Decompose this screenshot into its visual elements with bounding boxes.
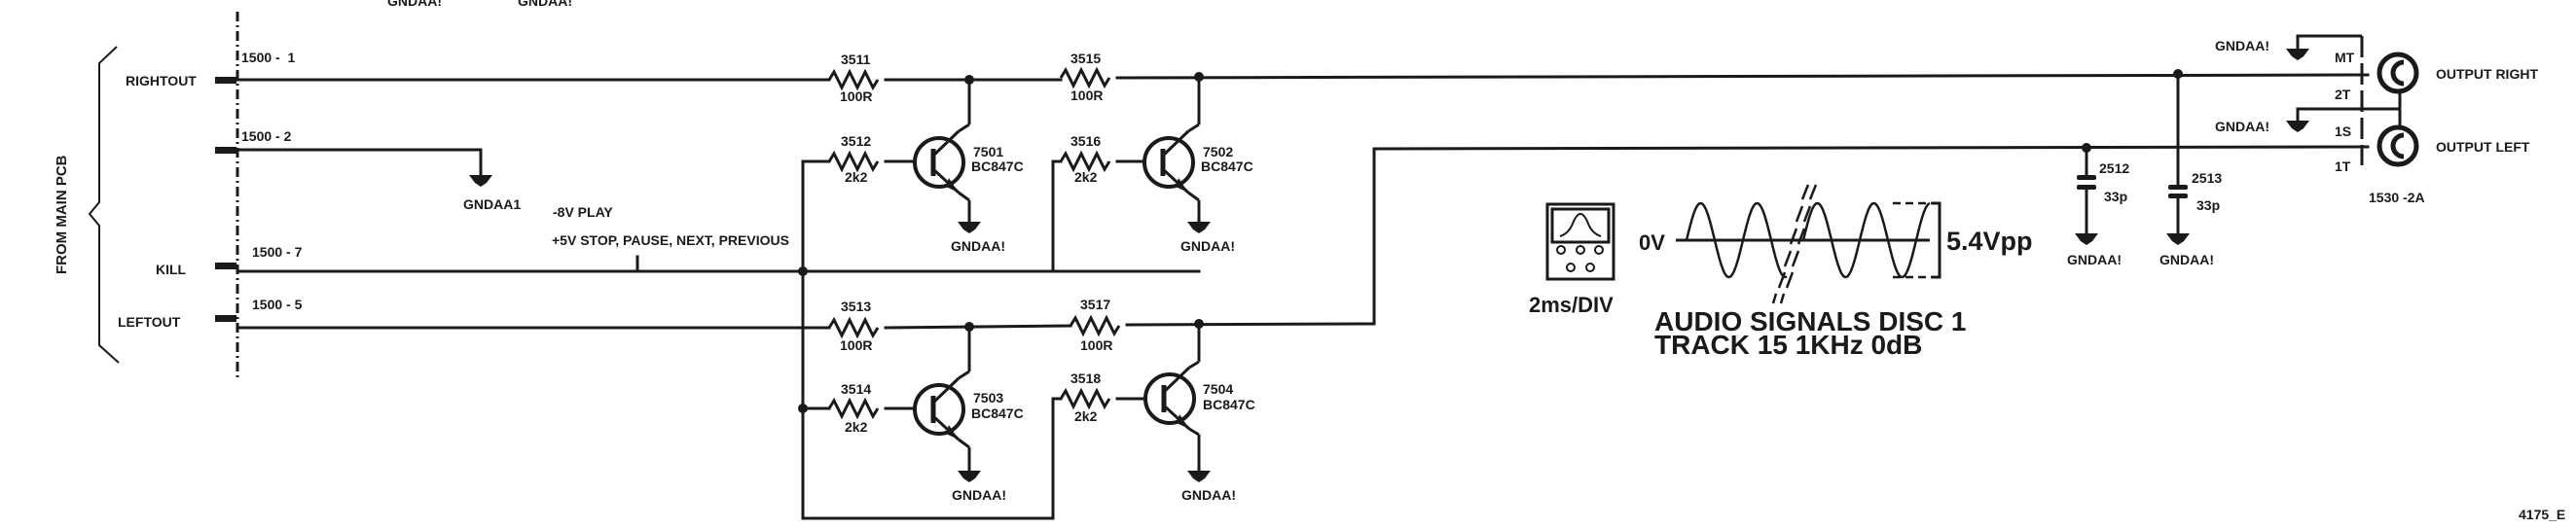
- ground-icon: [2286, 49, 2309, 60]
- resistor-ref: 3516: [1070, 133, 1101, 149]
- scope-waveform: [1676, 184, 1941, 304]
- transistor-ref: 7501: [973, 144, 1003, 159]
- jack-output-right[interactable]: [2376, 52, 2419, 94]
- transistor-type: BC847C: [1203, 397, 1255, 412]
- resistor-3513: [827, 316, 880, 339]
- transistor-ref: 7503: [973, 390, 1003, 406]
- resistor-value: 2k2: [1074, 408, 1098, 424]
- pin-label-1: 1500 - 1: [241, 50, 295, 65]
- connector-pin-label: 2T: [2335, 87, 2351, 102]
- signal-rightout: RIGHTOUT: [126, 73, 197, 88]
- output-ground-label: GNDAA!: [2215, 38, 2269, 53]
- signal-kill: KILL: [156, 262, 187, 277]
- transistor-type: BC847C: [971, 406, 1024, 421]
- output-right-label: OUTPUT RIGHT: [2436, 66, 2538, 82]
- resistor-value: 2k2: [1074, 169, 1098, 185]
- transistor-7501: [913, 80, 981, 233]
- resistor-ref: 3511: [841, 52, 871, 67]
- resistor-ref: 3515: [1070, 51, 1101, 66]
- resistor-3512: [827, 150, 880, 173]
- oscilloscope-icon: [1545, 202, 1615, 281]
- resistor-ref: 3514: [841, 381, 871, 397]
- capacitor-ref: 2512: [2099, 160, 2129, 176]
- resistor-3516: [1059, 150, 1111, 173]
- source-brace: [88, 46, 120, 364]
- pin2-ground-label: GNDAA1: [463, 196, 521, 212]
- resistor-value: 100R: [840, 337, 872, 353]
- top-ground-label: GNDAA!: [387, 0, 442, 9]
- capacitor-value: 33p: [2104, 189, 2127, 204]
- resistor-3515: [1059, 66, 1111, 89]
- resistor-3518: [1059, 387, 1111, 410]
- top-ground-label: GNDAA!: [518, 0, 572, 9]
- output-ground-label: GNDAA!: [2215, 119, 2269, 134]
- capacitor-2512: [2075, 146, 2098, 245]
- connector-pin-label: 1S: [2335, 123, 2351, 139]
- transistor-ref: 7504: [1203, 381, 1233, 397]
- transistor-type: BC847C: [1201, 159, 1253, 174]
- scope-caption-line2: TRACK 15 1KHz 0dB: [1654, 330, 1922, 360]
- capacitor-2513: [2166, 72, 2190, 245]
- scope-amplitude: 5.4Vpp: [1946, 227, 2033, 256]
- resistor-ref: 3513: [841, 299, 871, 314]
- connector-pin-label: 1T: [2335, 159, 2351, 174]
- ground-label: GNDAA!: [1180, 238, 1235, 254]
- ground-label: GNDAA!: [952, 487, 1006, 503]
- output-connector: [2286, 34, 2402, 165]
- resistor-ref: 3512: [841, 133, 871, 149]
- ground-label: GNDAA!: [1181, 487, 1236, 503]
- jack-output-left[interactable]: [2376, 124, 2419, 167]
- ground-label: GNDAA!: [951, 238, 1005, 254]
- kill-note-stop: +5V STOP, PAUSE, NEXT, PREVIOUS: [552, 232, 789, 248]
- resistor-3514: [827, 397, 880, 420]
- input-connector: [215, 12, 239, 381]
- ground-label: GNDAA!: [2067, 252, 2122, 267]
- resistor-ref: 3518: [1070, 370, 1101, 386]
- transistor-7503: [913, 327, 981, 482]
- ground-label: GNDAA!: [2159, 252, 2214, 267]
- ground-icon: [469, 175, 492, 187]
- junction: [798, 266, 808, 276]
- drawing-number: 4175_E: [2519, 507, 2565, 522]
- capacitor-ref: 2513: [2192, 170, 2222, 186]
- scope-zero-label: 0V: [1639, 230, 1665, 255]
- resistor-value: 100R: [1080, 337, 1112, 353]
- resistor-value: 2k2: [845, 169, 868, 185]
- transistor-type: BC847C: [971, 159, 1024, 174]
- output-left-label: OUTPUT LEFT: [2436, 139, 2530, 155]
- signal-leftout: LEFTOUT: [118, 314, 181, 330]
- kill-note-play: -8V PLAY: [553, 204, 613, 220]
- pin2-wire: [236, 148, 483, 177]
- connector-pin-label: MT: [2335, 50, 2355, 65]
- output-connector-ref: 1530 -2A: [2369, 190, 2425, 205]
- pin-label-5: 1500 - 5: [252, 297, 303, 312]
- scope-caption-line1: AUDIO SIGNALS DISC 1: [1654, 306, 1966, 336]
- transistor-7502: [1143, 77, 1211, 233]
- resistor-value: 2k2: [845, 419, 868, 435]
- resistor-3517: [1069, 314, 1121, 337]
- transistor-ref: 7502: [1203, 144, 1233, 159]
- scope-timebase: 2ms/DIV: [1529, 293, 1614, 317]
- resistor-3511: [827, 68, 880, 91]
- resistor-value: 100R: [840, 88, 872, 104]
- resistor-value: 100R: [1070, 88, 1103, 103]
- resistor-ref: 3517: [1080, 297, 1110, 312]
- pin-label-2: 1500 - 2: [241, 128, 292, 144]
- pin-label-7: 1500 - 7: [252, 244, 303, 260]
- ground-icon: [2286, 121, 2309, 132]
- transistor-7504: [1143, 324, 1211, 482]
- capacitor-value: 33p: [2196, 197, 2220, 213]
- from-main-pcb-label: FROM MAIN PCB: [54, 155, 70, 274]
